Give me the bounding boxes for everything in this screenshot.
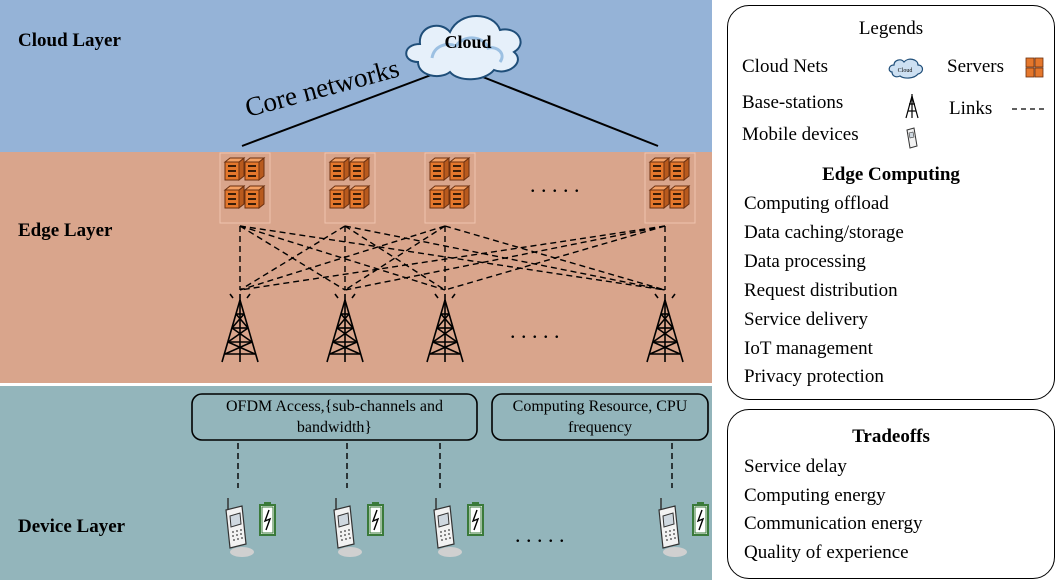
tradeoffs-panel: Tradeoffs Service delay Computing energy…	[727, 409, 1055, 579]
core-networks-label: Core networks	[242, 53, 403, 123]
base-station-icon	[326, 293, 364, 363]
server-icon	[220, 153, 270, 223]
diagram-canvas: Cloud Core networks . . . . . . . . .	[191, 15, 709, 558]
cloud-label: Cloud	[444, 32, 491, 52]
battery-icon	[467, 501, 484, 536]
edge-computing-item: Service delivery	[744, 309, 868, 330]
base-station-icon	[221, 293, 259, 363]
battery-icon	[692, 501, 709, 536]
mobile-device-icon	[225, 497, 255, 558]
edge-layer-label: Edge Layer	[18, 220, 113, 241]
tower-group	[221, 293, 684, 363]
legend-title: Legends	[858, 18, 924, 39]
server-icon	[645, 153, 695, 223]
edge-computing-item: IoT management	[744, 338, 873, 359]
mobile-device-icon	[333, 497, 363, 558]
device-layer-band	[0, 386, 712, 580]
legend-mobile-devices-label: Mobile devices	[742, 124, 859, 145]
legend-cloud-nets-label: Cloud Nets	[742, 56, 829, 77]
server-group	[220, 153, 695, 223]
device-dashed-links	[237, 443, 673, 488]
server-icon	[1025, 57, 1044, 78]
server-icon	[325, 153, 375, 223]
legend-panel: Legends Cloud Nets Cloud Servers Base-st…	[727, 5, 1055, 400]
mobile-device-icon	[658, 497, 688, 558]
tradeoffs-item: Quality of experience	[744, 542, 909, 563]
ofdm-access-text: OFDM Access,{sub-channels and bandwidth}	[226, 398, 443, 436]
base-station-icon	[646, 293, 684, 363]
base-station-icon	[905, 94, 919, 119]
legend-servers-label: Servers	[947, 56, 1004, 77]
ofdm-access-box	[191, 393, 478, 441]
edge-computing-item: Data processing	[744, 251, 866, 272]
edge-computing-item: Privacy protection	[744, 366, 884, 387]
dashed-link-icon	[1012, 108, 1046, 110]
legend-base-stations-label: Base-stations	[742, 92, 844, 113]
cloud-icon: Cloud	[888, 58, 924, 79]
tower-ellipsis: . . . . .	[510, 318, 560, 343]
tradeoffs-item: Computing energy	[744, 485, 886, 506]
tradeoffs-title: Tradeoffs	[852, 426, 930, 447]
mobile-device-icon	[433, 497, 463, 558]
server-icon	[425, 153, 475, 223]
base-station-icon	[426, 293, 464, 363]
edge-computing-title: Edge Computing	[822, 164, 960, 185]
legend-links-label: Links	[949, 98, 993, 119]
cloud-layer-band	[0, 0, 712, 152]
tradeoffs-item: Communication energy	[744, 513, 923, 534]
mobile-device-icon	[906, 127, 918, 149]
legend-cloud-icon-text: Cloud	[898, 68, 913, 74]
tradeoffs-item: Service delay	[744, 456, 847, 477]
server-ellipsis: . . . . .	[530, 172, 580, 197]
edge-computing-item: Request distribution	[744, 280, 898, 301]
edge-dashed-links	[239, 225, 666, 291]
device-ellipsis: . . . . .	[515, 522, 565, 547]
edge-computing-item: Data caching/storage	[744, 222, 904, 243]
battery-icon	[259, 501, 276, 536]
core-network-links	[241, 65, 659, 147]
edge-computing-item: Computing offload	[744, 193, 889, 214]
cloud-layer-label: Cloud Layer	[18, 30, 121, 51]
cloud-icon	[405, 15, 522, 81]
device-layer-label: Device Layer	[18, 516, 126, 537]
computing-resource-text: Computing Resource, CPU frequency	[512, 398, 688, 436]
device-group	[225, 497, 709, 558]
battery-icon	[367, 501, 384, 536]
computing-resource-box	[491, 393, 709, 441]
